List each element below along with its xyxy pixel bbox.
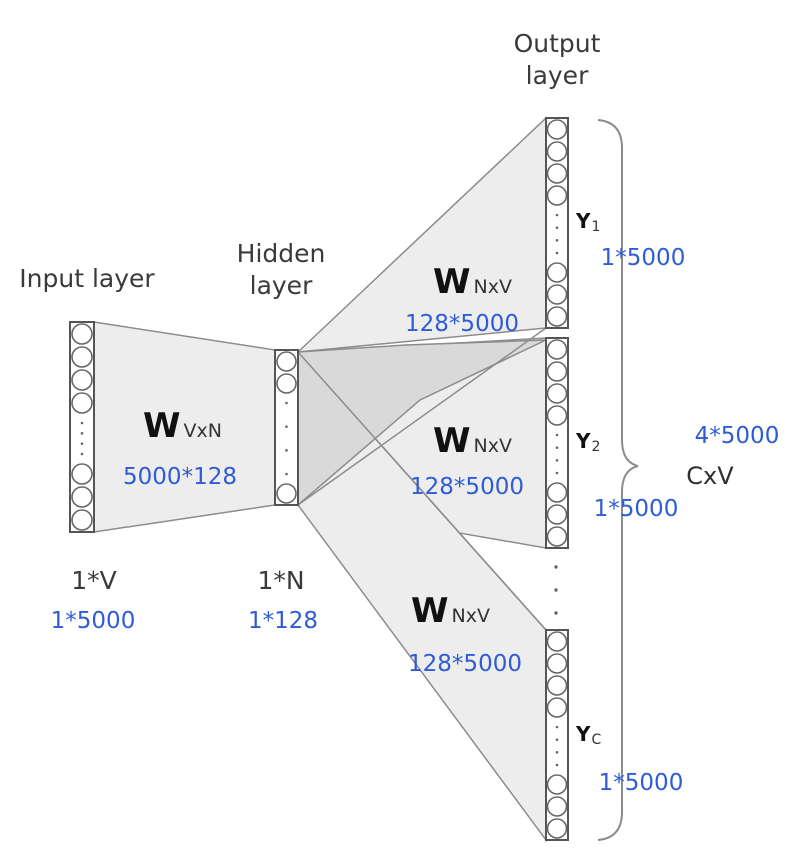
- pane-edge-line: [297, 327, 547, 506]
- neuron-node: [546, 185, 568, 206]
- output-label-yc: YC: [575, 722, 601, 748]
- output-ellipsis: [554, 565, 558, 615]
- ellipsis-dot: [285, 449, 288, 452]
- ellipsis-dot: [285, 472, 288, 476]
- output-size-yc: 1*5000: [599, 770, 684, 796]
- neuron-node: [71, 509, 93, 531]
- input-dim-label: 1*V: [71, 566, 117, 595]
- neuron-node: [546, 163, 568, 184]
- ellipsis-dot: [555, 433, 559, 437]
- output-label-y2: Y2: [575, 429, 600, 455]
- neuron-node: [546, 526, 568, 547]
- ellipsis-dot: [80, 421, 84, 425]
- hidden-size-label: 1*128: [248, 608, 318, 634]
- hidden-layer-title-line2: layer: [250, 271, 313, 300]
- output-layer-title-line2: layer: [526, 61, 589, 90]
- neuron-node: [546, 697, 568, 718]
- input-weight-size: 5000*128: [123, 464, 237, 490]
- neuron-node: [546, 796, 568, 817]
- output-label-y1: Y1: [575, 209, 600, 235]
- output-size-y1: 1*5000: [601, 245, 686, 271]
- neuron-node: [71, 392, 93, 414]
- output-column-2: [545, 337, 569, 549]
- neuron-node: [546, 119, 568, 140]
- neuron-node: [546, 405, 568, 426]
- ellipsis-dot: [555, 446, 559, 449]
- ellipsis-dot: [555, 239, 559, 242]
- neuron-node: [546, 774, 568, 795]
- neuron-node: [546, 339, 568, 360]
- neuron-node: [276, 483, 297, 504]
- neuron-node: [546, 361, 568, 382]
- neuron-node: [546, 504, 568, 525]
- neuron-node: [71, 486, 93, 508]
- ellipsis-dot: [555, 226, 559, 229]
- ellipsis-dot: [80, 452, 84, 456]
- neuron-node: [71, 346, 93, 368]
- ellipsis-dot: [555, 459, 559, 462]
- hidden-layer-column: [274, 349, 299, 506]
- pane-edge-line: [297, 351, 547, 631]
- output-column-1: [545, 117, 569, 329]
- output-layer-title-line1: Output: [514, 29, 601, 58]
- hidden-dim-label: 1*N: [257, 566, 304, 595]
- ellipsis-dot: [80, 432, 84, 435]
- output-brace: [597, 119, 639, 841]
- input-size-label: 1*5000: [51, 608, 136, 634]
- output-weight-size-2: 128*5000: [410, 474, 524, 500]
- ellipsis-dot: [80, 442, 84, 445]
- neuron-node: [546, 141, 568, 162]
- neuron-node: [546, 818, 568, 839]
- ellipsis-dot: [555, 251, 559, 255]
- neuron-node: [71, 323, 93, 345]
- neuron-node: [546, 631, 568, 652]
- ellipsis-dot: [555, 738, 559, 741]
- output-column-c: [545, 629, 569, 841]
- neuron-node: [546, 284, 568, 305]
- hidden-layer-title-line1: Hidden: [237, 239, 326, 268]
- brace-label: CxV: [686, 462, 734, 490]
- output-weight-size-1: 128*5000: [405, 311, 519, 337]
- neuron-node: [546, 306, 568, 327]
- output-size-y2: 1*5000: [594, 496, 679, 522]
- ellipsis-dot: [555, 725, 559, 729]
- ellipsis-dot: [555, 213, 559, 217]
- neuron-node: [546, 383, 568, 404]
- input-layer-title: Input layer: [19, 264, 155, 293]
- neuron-node: [276, 351, 297, 372]
- input-layer-column: [69, 321, 95, 533]
- ellipsis-dot: [555, 471, 559, 475]
- neuron-node: [546, 675, 568, 696]
- ellipsis-dot: [285, 401, 288, 405]
- neuron-node: [546, 653, 568, 674]
- brace-size: 4*5000: [695, 423, 780, 449]
- output-weight-size-3: 128*5000: [408, 651, 522, 677]
- neuron-node: [71, 369, 93, 391]
- ellipsis-dot: [555, 763, 559, 767]
- neuron-node: [276, 373, 297, 394]
- neuron-node: [546, 262, 568, 283]
- ellipsis-dot: [285, 425, 288, 428]
- neuron-node: [71, 463, 93, 485]
- ellipsis-dot: [555, 751, 559, 754]
- neuron-node: [546, 482, 568, 503]
